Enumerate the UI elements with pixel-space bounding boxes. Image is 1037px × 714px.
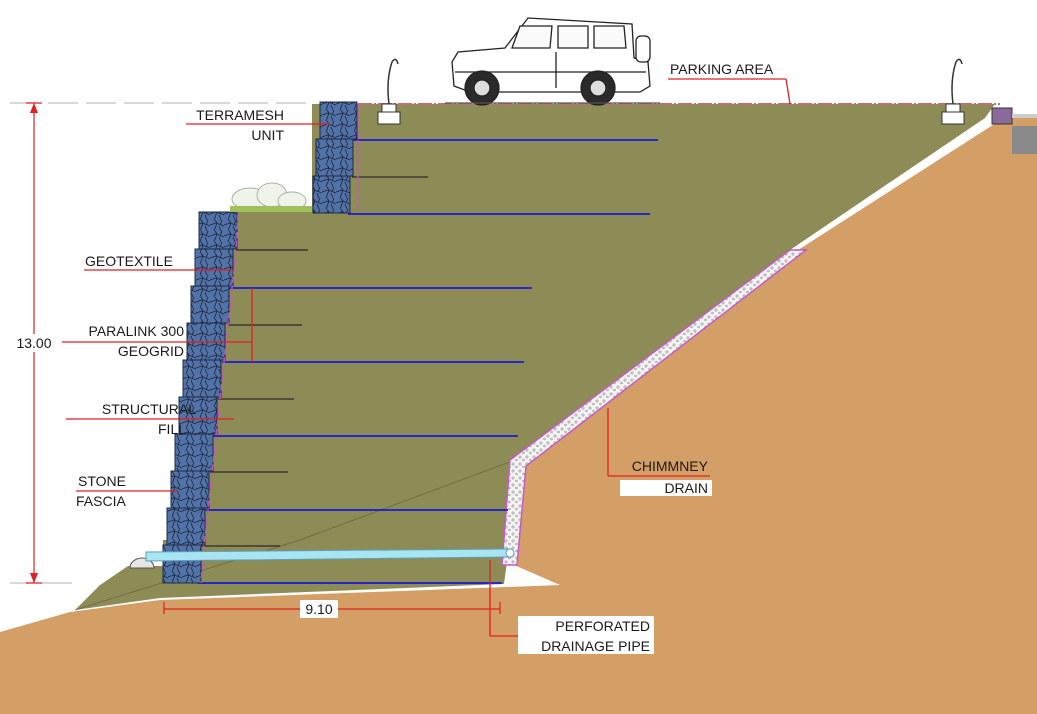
stone-fascia-callout: STONE FASCIA — [76, 473, 178, 509]
drainage-pipe-callout: PERFORATED DRAINAGE PIPE — [489, 560, 654, 654]
chimney-drain — [501, 249, 809, 566]
stone-block — [312, 175, 351, 214]
stone-block — [178, 396, 218, 435]
excavation-line — [74, 459, 516, 611]
stone-fascia — [162, 101, 358, 584]
road-edge — [1012, 126, 1037, 154]
kerb-unit — [991, 107, 1037, 125]
bollard-right — [941, 58, 965, 125]
geotextile-label: GEOTEXTILE — [85, 253, 173, 269]
stone-label-line2: FASCIA — [76, 493, 126, 509]
stone-block — [198, 211, 238, 250]
perforated-label-line1: PERFORATED — [555, 618, 650, 634]
paralink-label-line1: PARALINK 300 — [89, 323, 185, 339]
pipe-outlet — [505, 548, 515, 558]
structural-fill-callout: STRUCTURAL FILL — [66, 401, 234, 437]
secondary-reinforcement — [200, 176, 428, 547]
stone-block — [182, 359, 222, 398]
chimney-label-line2: DRAIN — [664, 480, 708, 496]
paralink-callout: PARALINK 300 GEOGRID — [62, 323, 252, 359]
stone-block — [319, 101, 358, 140]
bollard-left — [377, 58, 401, 125]
structural-label-line2: FILL — [158, 421, 186, 437]
chimney-drain-callout: CHIMMNEY DRAIN — [607, 408, 712, 496]
height-dimension-label: 13.00 — [16, 335, 51, 351]
perforated-label-line2: DRAINAGE PIPE — [541, 638, 650, 654]
terramesh-callout: TERRAMESH UNIT — [186, 107, 330, 143]
stone-block — [170, 470, 210, 509]
structural-label-line1: STRUCTURAL — [102, 401, 196, 417]
base-dimension-label: 9.10 — [305, 601, 332, 617]
terramesh-label-line2: UNIT — [251, 127, 284, 143]
natural-soil — [0, 114, 1037, 714]
vehicle — [445, 17, 660, 106]
vegetation — [230, 182, 312, 212]
parking-area-label: PARKING AREA — [670, 61, 774, 77]
base-dimension: 9.10 — [163, 600, 501, 618]
height-dimension: 13.00 — [10, 102, 58, 584]
stone-block — [190, 285, 230, 324]
stone-block — [194, 248, 234, 287]
geotextile-lines — [200, 104, 359, 584]
stone-label-line1: STONE — [78, 473, 126, 489]
stone-block — [174, 433, 214, 472]
stone-block — [166, 507, 206, 546]
chimney-label-line1: CHIMMNEY — [632, 458, 709, 474]
terramesh-label-line1: TERRAMESH — [196, 107, 284, 123]
stone-block — [315, 138, 354, 177]
paralink-label-line2: GEOGRID — [118, 343, 184, 359]
stone-block — [162, 544, 202, 584]
parking-area-callout: PARKING AREA — [668, 61, 791, 105]
geotextile-callout: GEOTEXTILE — [84, 253, 234, 271]
geotextile-line — [200, 213, 239, 584]
structural-fill — [75, 104, 995, 610]
geogrid-layers — [198, 139, 658, 584]
